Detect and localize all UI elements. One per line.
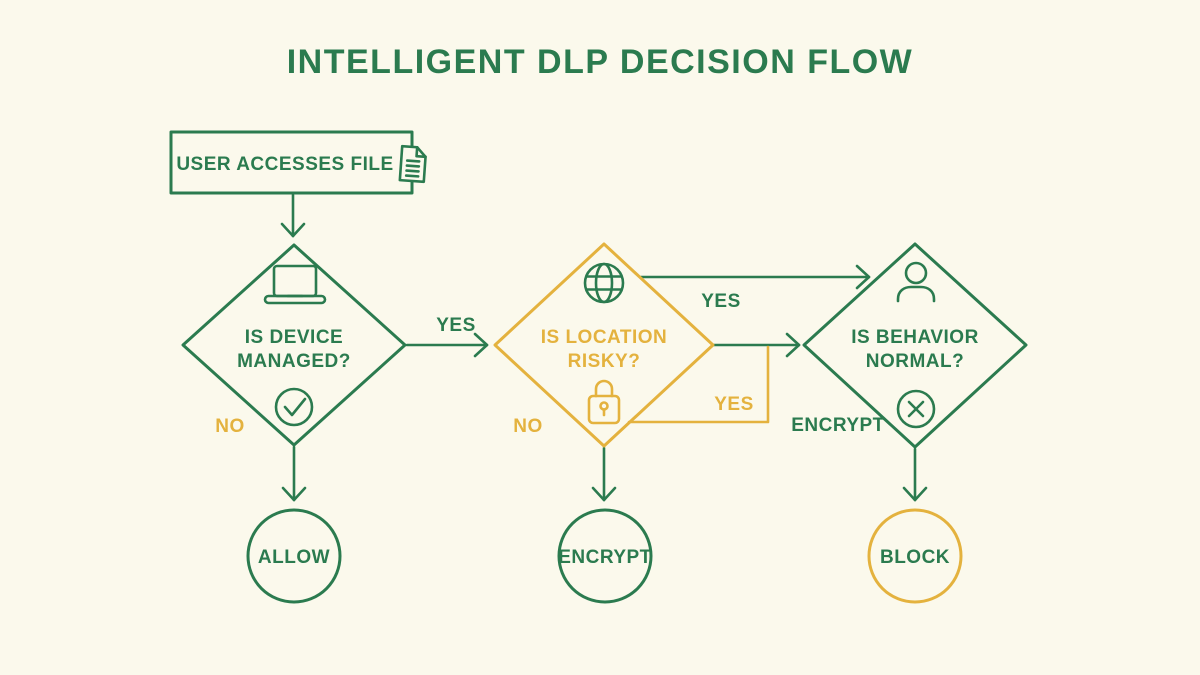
encrypt-label: ENCRYPT [558, 547, 652, 568]
edge-location-to-encrypt: NO [513, 416, 617, 502]
allow-label: ALLOW [258, 547, 330, 568]
outcome-encrypt: ENCRYPT [557, 508, 653, 604]
outcome-block: BLOCK [867, 508, 963, 604]
decision-location-risky: IS LOCATION RISKY? [493, 242, 715, 448]
location-question-line1: IS LOCATION [541, 327, 668, 348]
start-node-label: USER ACCESSES FILE [176, 154, 393, 175]
edge-device-to-allow: NO [215, 416, 307, 502]
device-question-line2: MANAGED? [237, 351, 351, 372]
edge-label-location-yes-bottom: YES [714, 394, 754, 415]
edge-label-behavior-encrypt: ENCRYPT [791, 415, 885, 436]
edge-label-device-no: NO [215, 416, 245, 437]
edge-start-to-device [280, 193, 306, 238]
person-icon [896, 261, 936, 303]
behavior-question-line1: IS BEHAVIOR [851, 327, 979, 348]
device-question-line1: IS DEVICE [245, 327, 343, 348]
document-icon [398, 144, 427, 184]
decision-device-managed: IS DEVICE MANAGED? [181, 243, 407, 447]
outcome-allow: ALLOW [246, 508, 342, 604]
decision-behavior-normal: IS BEHAVIOR NORMAL? [802, 242, 1028, 449]
edge-label-device-yes: YES [436, 315, 476, 336]
edge-behavior-to-block: ENCRYPT [791, 415, 928, 502]
behavior-question-line2: NORMAL? [866, 351, 964, 372]
edge-label-location-no: NO [513, 416, 543, 437]
check-circle-icon [274, 387, 314, 427]
lock-icon [587, 379, 621, 425]
page-title: INTELLIGENT DLP DECISION FLOW [287, 43, 914, 81]
edge-location-to-behavior-mid [712, 332, 801, 358]
laptop-icon [263, 264, 327, 305]
block-label: BLOCK [880, 547, 950, 568]
start-node: USER ACCESSES FILE [169, 130, 427, 195]
x-circle-icon [896, 389, 936, 429]
edge-location-to-behavior-top: YES [639, 264, 871, 312]
edges: YES NO NO YES YES [215, 193, 928, 502]
edge-location-to-behavior-bottom: YES [627, 345, 770, 424]
edge-device-to-location: YES [405, 315, 489, 358]
edge-label-location-yes-top: YES [701, 291, 741, 312]
globe-icon [583, 262, 625, 304]
location-question-line2: RISKY? [568, 351, 641, 372]
